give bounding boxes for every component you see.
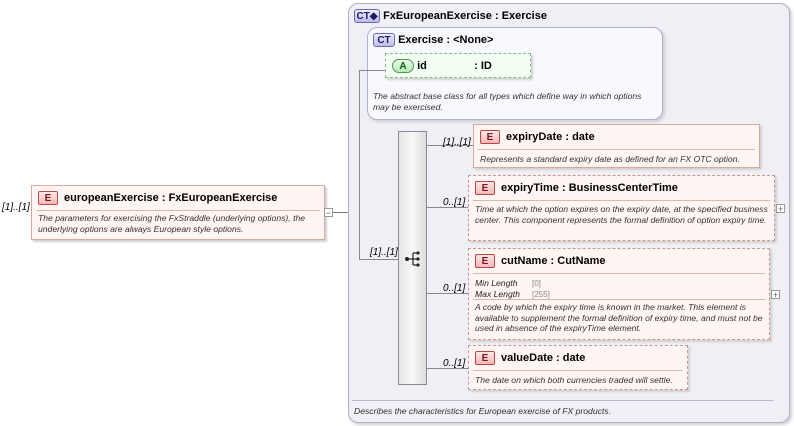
element-doc: Time at which the option expires on the … [475, 204, 768, 225]
type-separator: : [446, 34, 451, 46]
type-separator: : [565, 131, 569, 143]
facet-value: [255] [532, 290, 550, 299]
root-occurrence: [1]..[1] [2, 202, 30, 213]
root-element-type: FxEuropeanExercise [168, 192, 278, 204]
element-name: expiryTime [501, 182, 559, 194]
element-icon: E [480, 130, 500, 144]
complex-type-doc: Describes the characteristics for Europe… [354, 406, 611, 416]
sequence-icon [405, 251, 420, 267]
element-icon: E [38, 191, 58, 205]
element-type: date [572, 131, 595, 143]
base-type-name: Exercise [398, 34, 444, 46]
collapse-toggle[interactable]: − [324, 208, 333, 218]
child-occurrence: 0..[1] [443, 283, 466, 294]
complex-type-icon: CT [373, 33, 395, 47]
attribute-id-box[interactable]: A id : ID [385, 53, 531, 78]
attribute-icon: A [392, 59, 414, 73]
element-name: valueDate [501, 352, 553, 364]
complex-type-base: Exercise [501, 10, 547, 22]
element-doc: Represents a standard expiry date as def… [480, 154, 740, 164]
element-doc: The date on which both currencies traded… [475, 375, 673, 385]
element-icon: E [475, 351, 495, 365]
attribute-name: id [417, 60, 427, 72]
sequence-occurrence: [1]..[1] [370, 247, 398, 258]
facet-value: [0] [532, 279, 541, 288]
attribute-type: ID [480, 60, 492, 72]
child-occurrence: [1]..[1] [443, 137, 471, 148]
expand-toggle[interactable]: + [771, 290, 780, 300]
type-separator: : [556, 352, 560, 364]
facet-max-length: Max Length [255] [475, 289, 550, 300]
element-type: CutName [557, 255, 606, 267]
element-name: expiryDate [506, 131, 563, 143]
type-separator: : [550, 255, 555, 267]
facet-label: Max Length [475, 289, 520, 299]
child-occurrence: 0..[1] [443, 197, 466, 208]
element-name: cutName [501, 255, 548, 267]
root-element-name: europeanExercise [64, 192, 159, 204]
element-icon: E [475, 181, 495, 195]
facets: Min Length [0] Max Length [255] [475, 278, 550, 300]
base-type-base: <None> [453, 34, 494, 46]
base-type-doc: The abstract base class for all types wh… [373, 91, 642, 112]
type-separator: : [494, 10, 499, 22]
complex-type-name: FxEuropeanExercise [383, 10, 492, 22]
expand-toggle[interactable]: + [776, 204, 785, 214]
attribute-id-title: A id : ID [392, 59, 492, 73]
facet-min-length: Min Length [0] [475, 278, 550, 289]
element-type: date [562, 352, 586, 364]
complex-type-icon: CT◆ [354, 9, 380, 23]
type-separator: : [474, 60, 478, 72]
element-icon: E [475, 254, 495, 268]
element-type: BusinessCenterTime [568, 182, 678, 194]
element-doc: A code by which the expiry time is known… [475, 302, 763, 333]
root-element-doc: The parameters for exercising the FxStra… [38, 213, 306, 234]
complex-type-title: CT◆ FxEuropeanExercise : Exercise [354, 9, 547, 23]
child-occurrence: 0..[1] [443, 358, 466, 369]
facet-label: Min Length [475, 278, 518, 288]
type-separator: : [561, 182, 566, 194]
base-type-title: CT Exercise : <None> [373, 33, 493, 47]
type-separator: : [161, 192, 166, 204]
sequence-compositor[interactable] [398, 131, 427, 385]
